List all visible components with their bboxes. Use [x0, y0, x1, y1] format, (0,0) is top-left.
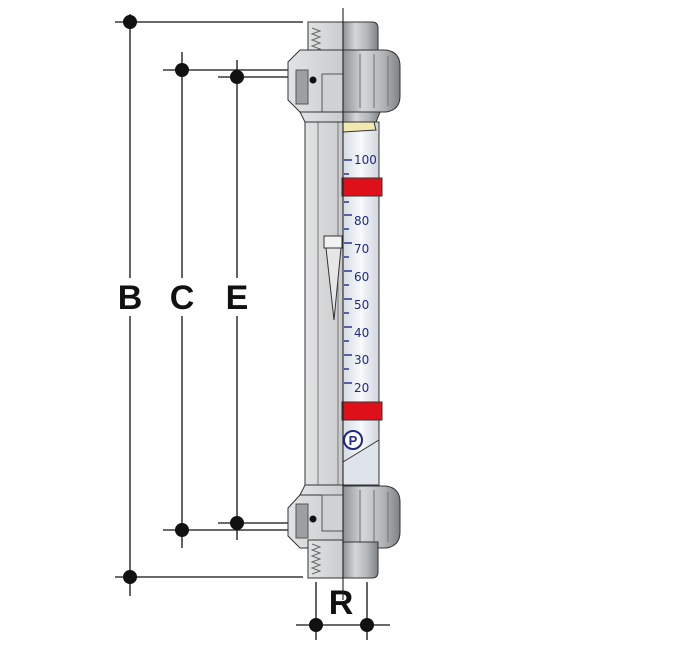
label-e: E: [226, 279, 249, 317]
dot-e-top: [230, 70, 244, 84]
dot-c-top: [175, 63, 189, 77]
brand-logo: P: [343, 430, 363, 450]
brand-letter: P: [349, 433, 358, 448]
label-b: B: [118, 279, 143, 317]
top-fitting: [287, 21, 401, 123]
tube-section: [304, 119, 344, 486]
float-cone: [325, 247, 342, 321]
scale-label: 50: [354, 298, 369, 312]
dot-r-right: [360, 618, 374, 632]
bottom-fitting: [287, 484, 401, 579]
float-head: [323, 235, 343, 249]
dimension-dots: [123, 15, 374, 632]
scale-ticks: [344, 159, 352, 384]
top-nut: [342, 49, 401, 113]
dot-c-bottom: [175, 523, 189, 537]
bottom-oring: [309, 515, 317, 523]
scale-label: 30: [354, 353, 369, 367]
bottom-nut: [342, 485, 401, 549]
dot-r-left: [309, 618, 323, 632]
scale-label: 70: [354, 242, 369, 256]
limit-marker-bottom: [341, 401, 383, 421]
dot-b-top: [123, 15, 137, 29]
dot-b-bottom: [123, 570, 137, 584]
scale-label: 20: [354, 381, 369, 395]
dot-e-bottom: [230, 516, 244, 530]
bottom-socket-section: [307, 539, 344, 579]
label-c: C: [170, 279, 195, 317]
limit-marker-top: [341, 177, 383, 197]
top-oring: [309, 76, 317, 84]
flowmeter: 100 80 70 60 50 40 30 20 P: [287, 8, 401, 600]
scale-labels: 100 80 70 60 50 40 30 20: [354, 153, 377, 395]
dimension-letters: B C E R: [113, 278, 353, 622]
scale-label: 60: [354, 270, 369, 284]
scale-label: 100: [354, 153, 377, 167]
top-socket: [342, 21, 379, 59]
bottom-socket: [342, 541, 379, 579]
scale-label: 80: [354, 214, 369, 228]
label-r: R: [329, 584, 354, 622]
scale-label: 40: [354, 326, 369, 340]
